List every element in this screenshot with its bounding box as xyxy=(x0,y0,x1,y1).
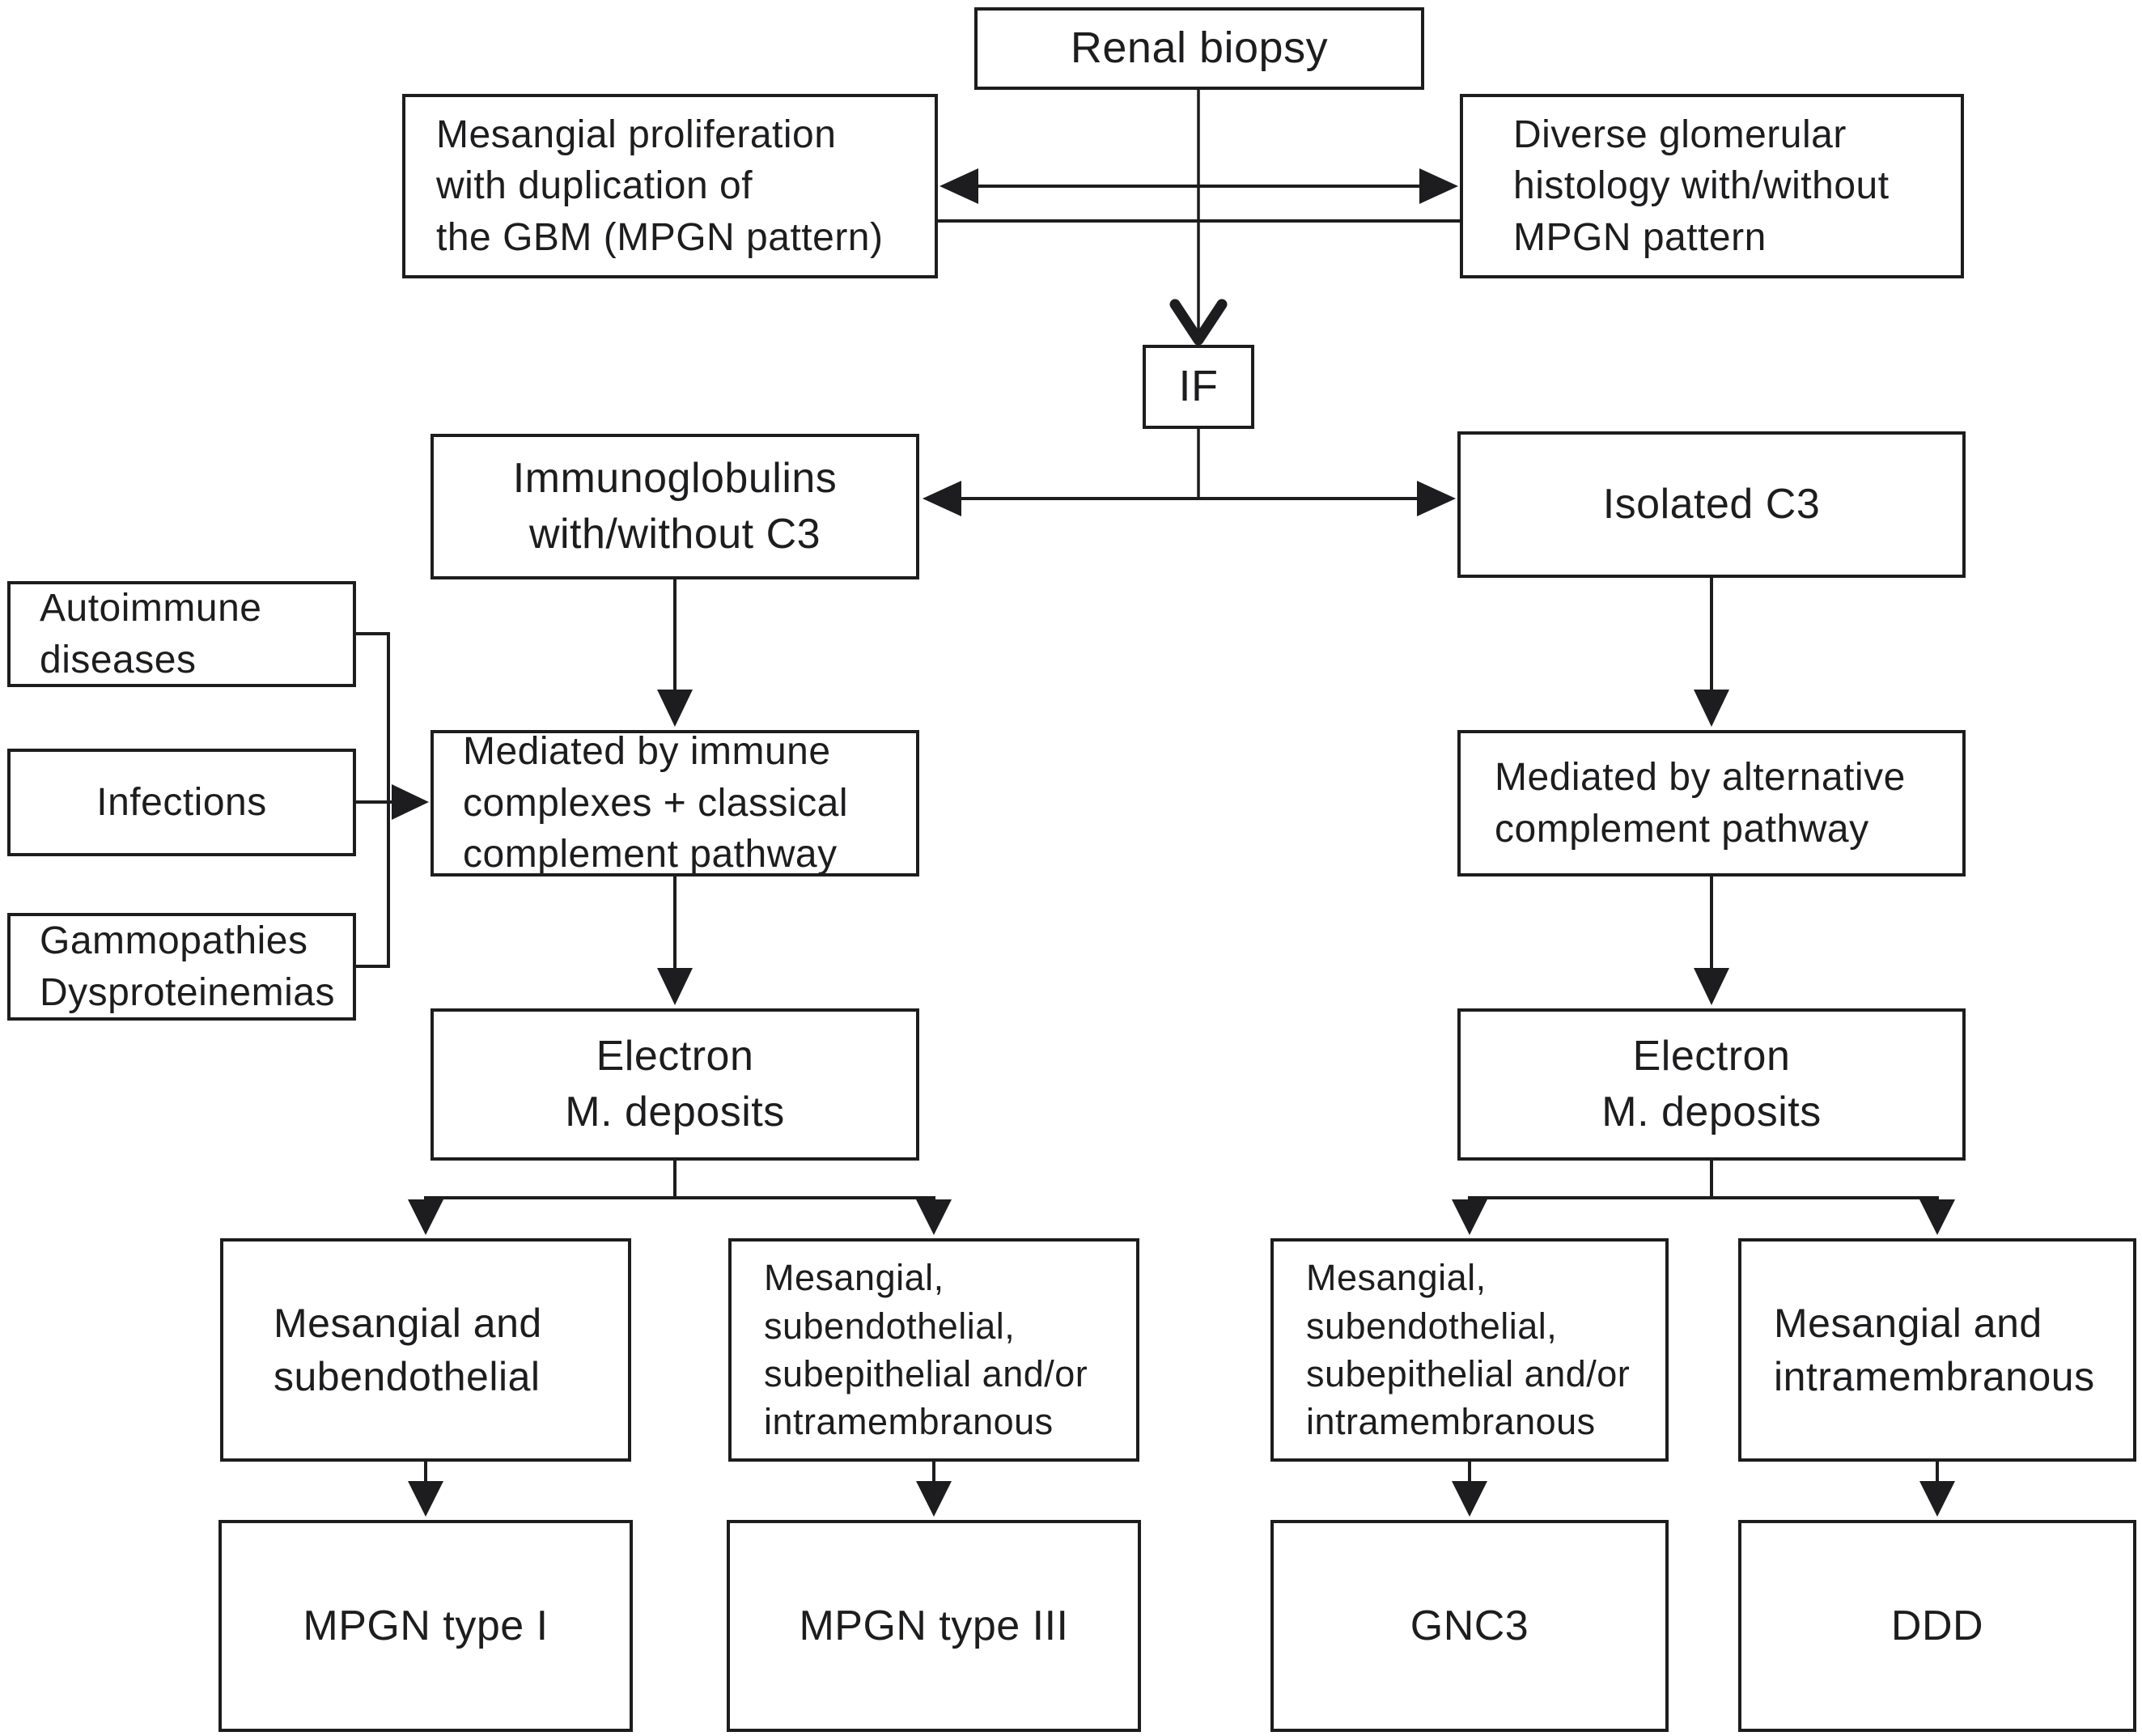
node-label: Mediated by alternative complement pathw… xyxy=(1495,756,1906,851)
node-label: DDD xyxy=(1890,1602,1984,1649)
node-label: Mediated by immune complexes + classical… xyxy=(463,730,849,876)
node-renal-biopsy: Renal biopsy xyxy=(974,7,1424,90)
node-if: IF xyxy=(1143,345,1254,429)
arrowhead-left-histology xyxy=(940,168,978,204)
arrowhead-right-histology xyxy=(1419,168,1458,204)
node-label: Mesangial and intramembranous xyxy=(1774,1301,2095,1399)
node-diverse-histology: Diverse glomerular histology with/withou… xyxy=(1460,94,1964,278)
arrowhead-deposits-multi-right xyxy=(1452,1199,1487,1235)
node-mesangial-proliferation: Mesangial proliferation with duplication… xyxy=(402,94,938,278)
node-label: Gammopathies Dysproteinemias xyxy=(40,919,335,1014)
node-autoimmune-diseases: Autoimmune diseases xyxy=(7,581,356,687)
node-mpgn-type-iii: MPGN type III xyxy=(727,1520,1141,1732)
node-label: Mesangial and subendothelial xyxy=(274,1301,542,1399)
node-label: MPGN type III xyxy=(799,1602,1069,1649)
arrowhead-ddd xyxy=(1919,1481,1955,1517)
node-infections: Infections xyxy=(7,749,356,856)
node-mediated-alternative: Mediated by alternative complement pathw… xyxy=(1457,730,1966,876)
arrowhead-chevron-if xyxy=(1169,299,1228,346)
node-label: Electron M. deposits xyxy=(1601,1033,1822,1135)
node-label: Renal biopsy xyxy=(1070,23,1329,73)
arrowhead-mpgn1 xyxy=(408,1481,443,1517)
node-electron-deposits-left: Electron M. deposits xyxy=(431,1008,919,1161)
arrowhead-mesangial-intramembranous xyxy=(1919,1199,1955,1235)
arrowhead-to-immunoglobulins xyxy=(923,481,961,516)
node-immunoglobulins: Immunoglobulins with/without C3 xyxy=(431,434,919,579)
node-electron-deposits-right: Electron M. deposits xyxy=(1457,1008,1966,1161)
node-gnc3: GNC3 xyxy=(1270,1520,1669,1732)
node-label: Mesangial, subendothelial, subepithelial… xyxy=(764,1257,1088,1443)
node-label: Electron M. deposits xyxy=(565,1033,785,1135)
node-mpgn-type-i: MPGN type I xyxy=(218,1520,633,1732)
arrowhead-electron-left xyxy=(657,968,693,1005)
node-mediated-immune: Mediated by immune complexes + classical… xyxy=(431,730,919,876)
node-label: Immunoglobulins with/without C3 xyxy=(512,455,838,558)
node-label: Mesangial proliferation with duplication… xyxy=(436,112,884,259)
node-label: IF xyxy=(1178,362,1219,411)
arrowhead-mediated-immune xyxy=(657,690,693,727)
arrowhead-electron-right xyxy=(1694,968,1729,1005)
node-label: Isolated C3 xyxy=(1602,481,1821,528)
arrowhead-mpgn3 xyxy=(916,1481,952,1517)
arrowhead-gnc3 xyxy=(1452,1481,1487,1517)
node-isolated-c3: Isolated C3 xyxy=(1457,431,1966,578)
node-ddd: DDD xyxy=(1738,1520,2136,1732)
node-deposits-multi-right: Mesangial, subendothelial, subepithelial… xyxy=(1270,1238,1669,1462)
arrowhead-deposits-multi-left xyxy=(916,1199,952,1235)
arrowhead-mesangial-subendothelial xyxy=(408,1199,443,1235)
arrowhead-mediated-alternative xyxy=(1694,690,1729,727)
node-gammopathies: Gammopathies Dysproteinemias xyxy=(7,913,356,1021)
node-deposits-multi-left: Mesangial, subendothelial, subepithelial… xyxy=(728,1238,1139,1462)
arrowhead-to-isolated-c3 xyxy=(1417,481,1456,516)
node-label: Autoimmune diseases xyxy=(40,587,262,681)
node-label: Infections xyxy=(96,780,267,824)
node-label: GNC3 xyxy=(1410,1602,1529,1649)
node-mesangial-intramembranous: Mesangial and intramembranous xyxy=(1738,1238,2136,1462)
node-label: Diverse glomerular histology with/withou… xyxy=(1513,112,1890,259)
node-label: Mesangial, subendothelial, subepithelial… xyxy=(1306,1257,1631,1443)
node-mesangial-subendothelial: Mesangial and subendothelial xyxy=(220,1238,631,1462)
arrowhead-causes-to-mediated xyxy=(392,784,429,820)
node-label: MPGN type I xyxy=(303,1602,549,1649)
